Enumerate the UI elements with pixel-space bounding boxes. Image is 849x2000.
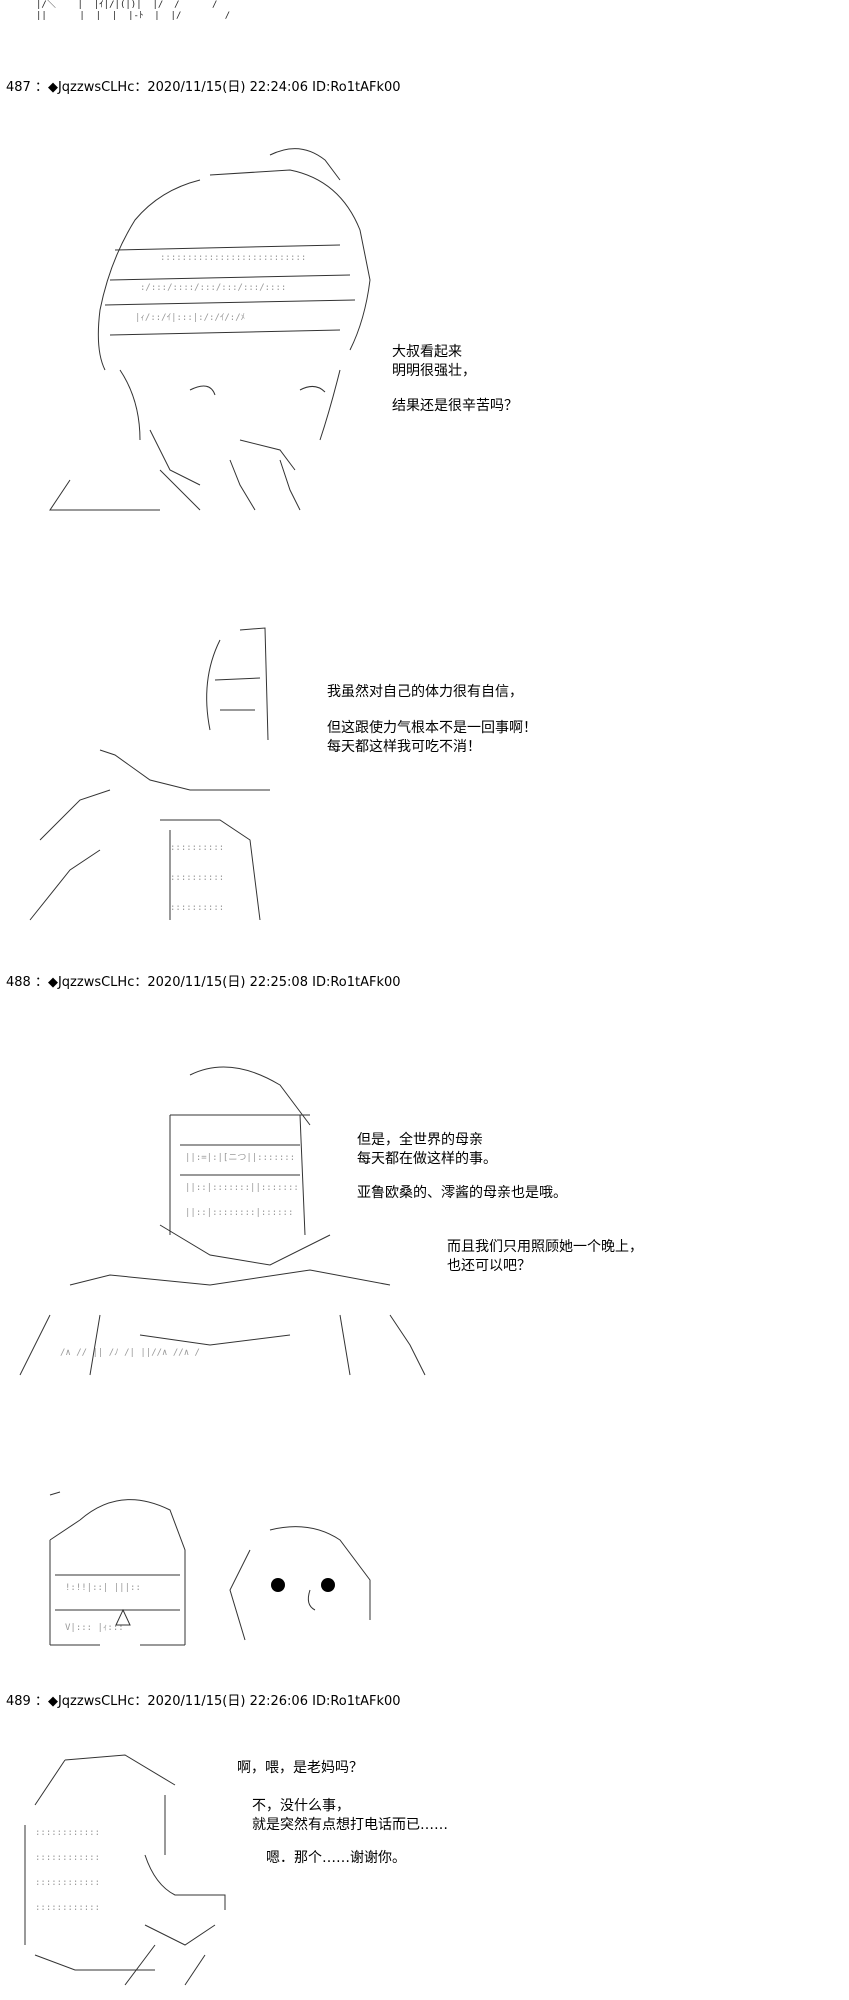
svg-text::/:::/::::/:::/:::/:::/::::: :/:::/::::/:::/:::/:::/:::: <box>140 283 286 293</box>
dialogue-3: 我虽然对自己的体力很有自信， <box>327 684 523 700</box>
poster-name: ◆JqzzwsCLHc <box>47 975 135 990</box>
poster-id: ID:Ro1tAFk00 <box>312 80 401 95</box>
post-header-488: 488 ：◆JqzzwsCLHc：2020/11/15(日) 22:25:08 … <box>6 975 401 990</box>
dialogue-7: 而且我们只用照顾她一个晚上， 也还可以吧？ <box>447 1239 643 1274</box>
svg-text:::::::::::: :::::::::: <box>170 873 224 883</box>
svg-text:/∧ // || /ﾉ /| ||//∧ //∧ /: /∧ // || /ﾉ /| ||//∧ //∧ / <box>60 1348 200 1358</box>
poster-name: ◆JqzzwsCLHc <box>47 80 135 95</box>
ascii-art-small-faces: !:!!|::| |||:: V|::: |ｨ::: <box>49 1491 371 1646</box>
svg-text:::::::::::::: :::::::::::: <box>35 1878 100 1888</box>
dialogue-2: 结果还是很辛苦吗？ <box>392 398 518 414</box>
dialogue-6: 亚鲁欧桑的、澪酱的母亲也是哦。 <box>357 1185 567 1201</box>
dialogue-4: 但这跟使力气根本不是一回事啊！ 每天都这样我可吃不消！ <box>327 720 537 755</box>
svg-text:||::|:::::::||:::::::: ||::|:::::::||::::::: <box>185 1183 299 1193</box>
svg-text:::::::::::::: :::::::::::: <box>35 1903 100 1913</box>
poster-id: ID:Ro1tAFk00 <box>312 975 401 990</box>
dialogue-9: 不，没什么事， 就是突然有点想打电话而已…… <box>252 1798 448 1833</box>
post-number: 489 <box>6 1694 31 1709</box>
ascii-art-fragment-top: |/＼ | |ｲ|/|(|)| |/ / / || | | | |-ﾄ | |/… <box>36 0 231 21</box>
poster-id: ID:Ro1tAFk00 <box>312 1694 401 1709</box>
svg-text:|ｨ/::/ｲ|:::|:/:/ｲ/:/ﾒ: |ｨ/::/ｲ|:::|:/:/ｲ/:/ﾒ <box>135 313 245 323</box>
post-number: 488 <box>6 975 31 990</box>
dialogue-5: 但是，全世界的母亲 每天都在做这样的事。 <box>357 1132 497 1167</box>
post-date: 2020/11/15(日) 22:24:06 <box>147 80 308 95</box>
ascii-art-character-3: ||:=|:|[ニつ||::::::: ||::|:::::::||::::::… <box>19 1066 426 1376</box>
svg-text:!:!!|::| |||::: !:!!|::| |||:: <box>65 1583 141 1593</box>
svg-text:::::::::::::: :::::::::::: <box>35 1828 100 1838</box>
svg-text:::::::::::: :::::::::: <box>170 903 224 913</box>
svg-text:::::::::::: :::::::::: <box>170 843 224 853</box>
post-date: 2020/11/15(日) 22:25:08 <box>147 975 308 990</box>
post-date: 2020/11/15(日) 22:26:06 <box>147 1694 308 1709</box>
ascii-art-character-1: ::::::::::::::::::::::::::: :/:::/::::/:… <box>49 148 371 511</box>
svg-text:V|::: |ｨ:::: V|::: |ｨ::: <box>65 1623 124 1633</box>
svg-text:||:=|:|[ニつ||:::::::: ||:=|:|[ニつ||::::::: <box>185 1153 295 1163</box>
ascii-art-character-phone: :::::::::::: :::::::::::: :::::::::::: :… <box>24 1754 226 1986</box>
svg-text:||::|::::::::|::::::: ||::|::::::::|:::::: <box>185 1208 293 1218</box>
post-number: 487 <box>6 80 31 95</box>
dialogue-10: 嗯．那个……谢谢你。 <box>266 1850 406 1866</box>
svg-text::::::::::::::::::::::::::::: ::::::::::::::::::::::::::: <box>160 253 306 263</box>
svg-text:::::::::::::: :::::::::::: <box>35 1853 100 1863</box>
post-header-487: 487 ：◆JqzzwsCLHc：2020/11/15(日) 22:24:06 … <box>6 80 401 95</box>
poster-name: ◆JqzzwsCLHc <box>47 1694 135 1709</box>
ascii-art-character-2: :::::::::: :::::::::: :::::::::: <box>29 627 270 921</box>
post-header-489: 489 ：◆JqzzwsCLHc：2020/11/15(日) 22:26:06 … <box>6 1694 401 1709</box>
dialogue-8: 啊，喂，是老妈吗？ <box>237 1760 363 1776</box>
dialogue-1: 大叔看起来 明明很强壮， <box>392 344 476 379</box>
